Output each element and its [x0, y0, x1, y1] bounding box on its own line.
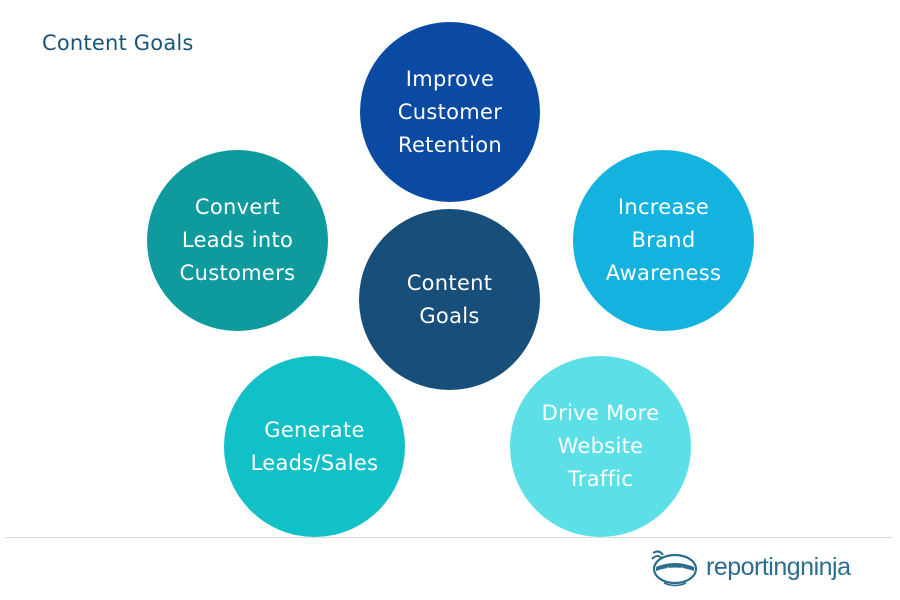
center-circle-content-goals: Content Goals	[359, 209, 540, 390]
brand-logo: reportingninja	[650, 547, 851, 587]
goal-circle-website-traffic: Drive More Website Traffic	[510, 356, 691, 537]
center-label: Content Goals	[406, 270, 493, 328]
goal-label: Generate Leads/Sales	[250, 417, 379, 475]
goal-circle-brand-awareness: Increase Brand Awareness	[573, 150, 754, 331]
goal-label: Convert Leads into Customers	[179, 195, 296, 285]
goal-circle-generate-leads: Generate Leads/Sales	[224, 356, 405, 537]
goal-circle-convert-leads: Convert Leads into Customers	[147, 150, 328, 331]
goal-label: Improve Customer Retention	[397, 66, 503, 157]
goal-circle-improve-retention: Improve Customer Retention	[360, 22, 540, 202]
ninja-icon	[651, 550, 698, 587]
brand-wordmark: reportingninja	[706, 552, 851, 581]
page-title: Content Goals	[42, 31, 194, 55]
goal-label: Increase Brand Awareness	[605, 195, 722, 285]
footer-divider	[5, 537, 893, 538]
goal-label: Drive More Website Traffic	[541, 401, 660, 491]
